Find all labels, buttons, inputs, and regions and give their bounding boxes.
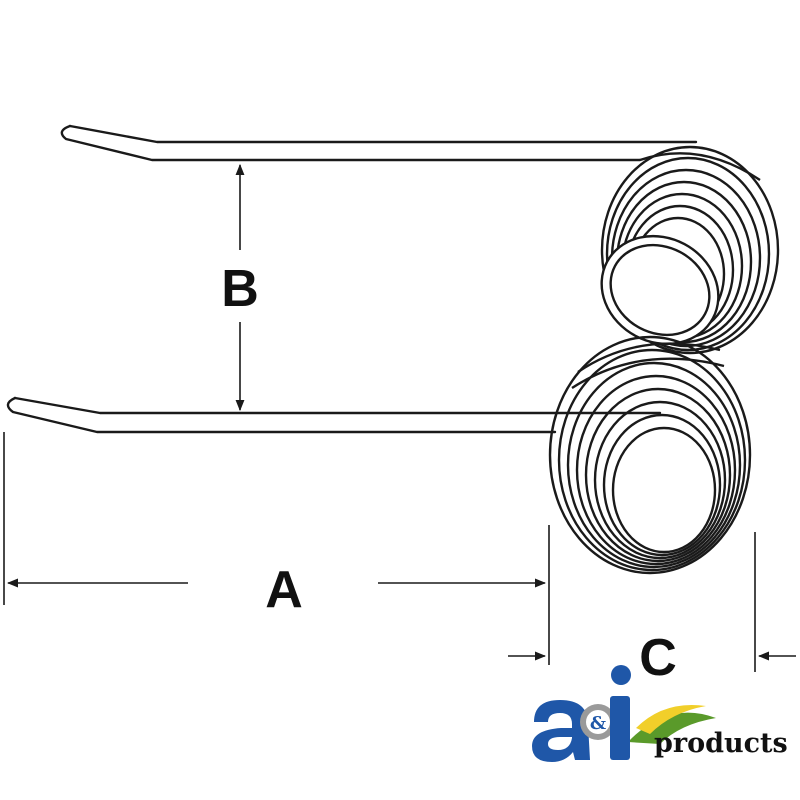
dimension-c [508, 532, 796, 672]
dimension-c-label: C [639, 629, 677, 687]
upper-tine [60, 124, 698, 162]
logo-word: products [654, 728, 788, 759]
dimension-b-label: B [221, 260, 259, 318]
upper-coil [600, 145, 780, 355]
svg-text:&: & [590, 713, 606, 734]
a-and-i-products-logo: & [532, 665, 716, 762]
lower-coil [548, 335, 752, 575]
upper-coil-end-loop [600, 234, 720, 346]
logo-letter-a [532, 700, 590, 762]
logo-dot [611, 665, 631, 685]
logo-letter-i [610, 696, 630, 760]
lower-tine [6, 396, 662, 434]
logo-field-swoosh [628, 712, 716, 744]
dimension-a-label: A [265, 561, 303, 619]
dimension-a [3, 432, 550, 665]
